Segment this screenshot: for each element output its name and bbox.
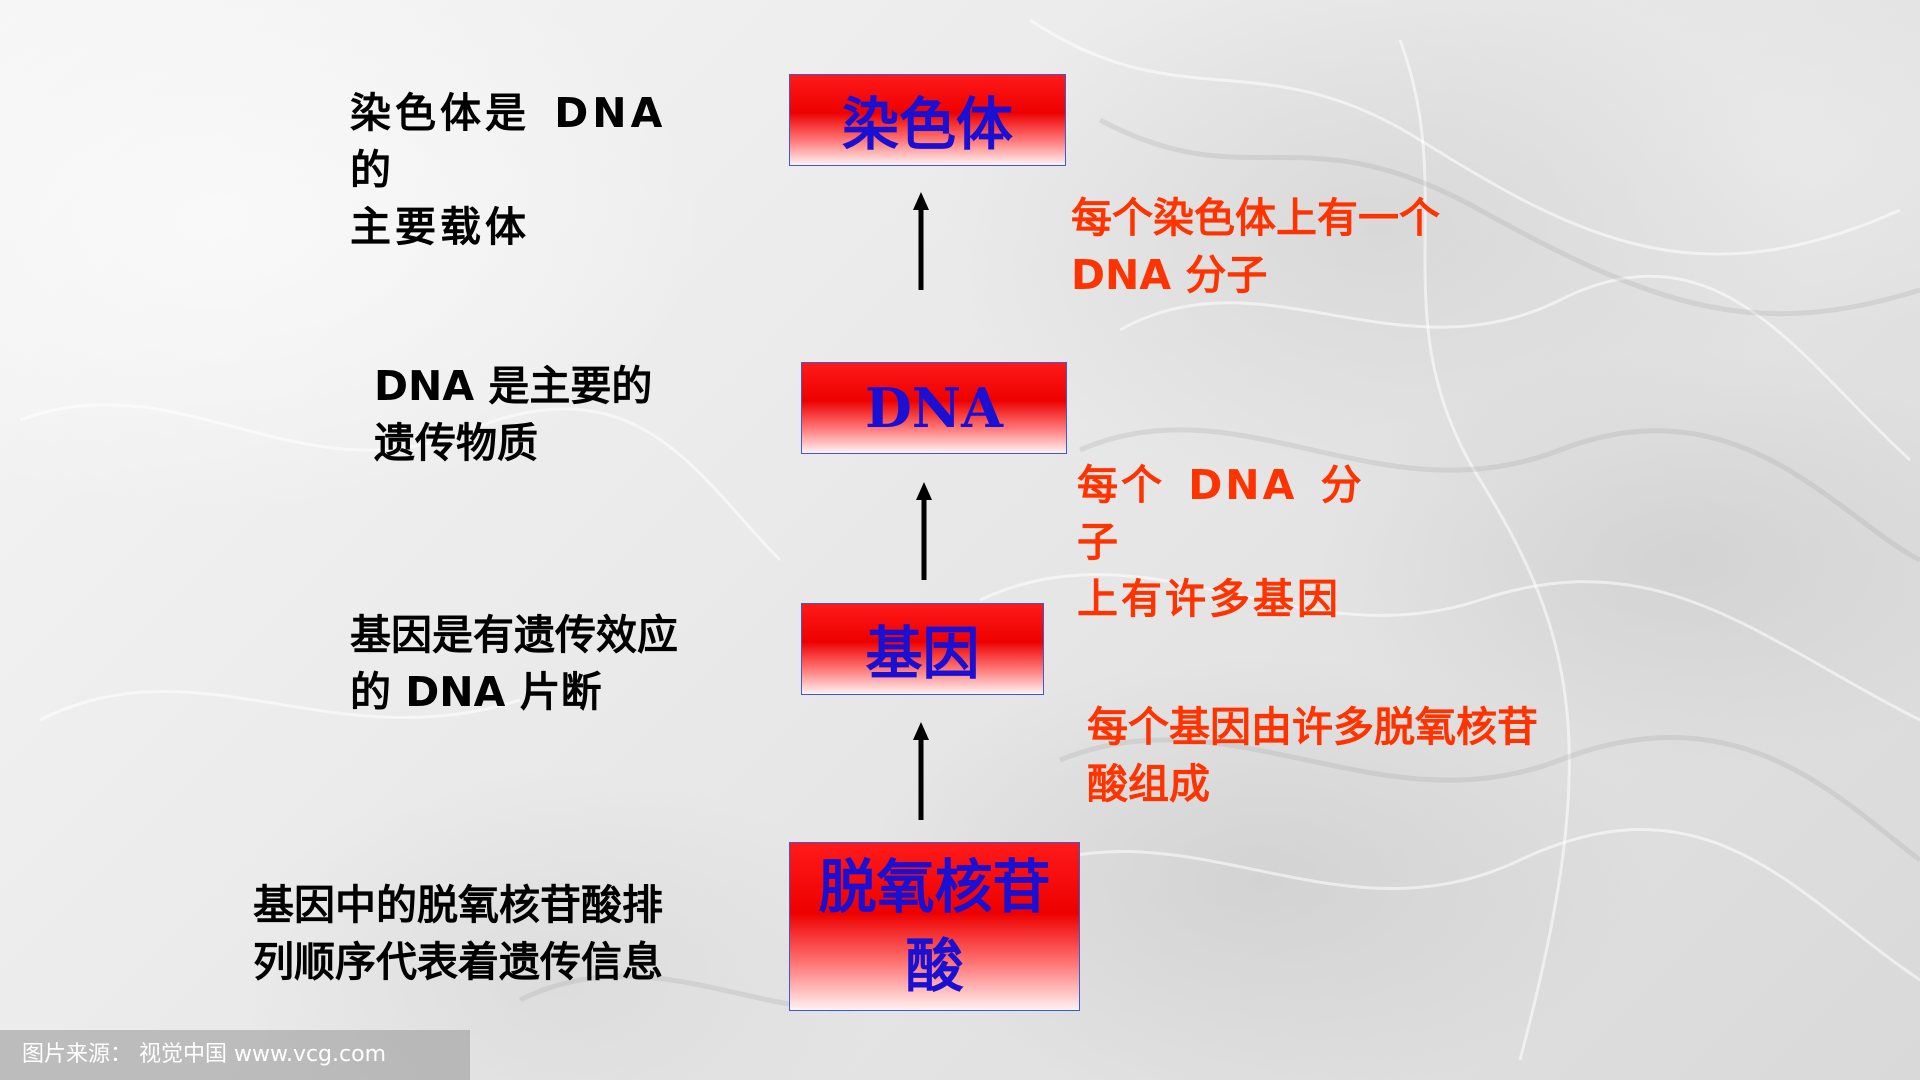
up-arrow-icon <box>913 722 929 820</box>
gene-box: 基因 <box>801 603 1044 695</box>
image-source-watermark: 图片来源： 视觉中国 www.vcg.com <box>0 1030 470 1080</box>
gene-label: 基因 <box>865 621 980 687</box>
chromosome-box: 染色体 <box>789 74 1066 166</box>
nucleotide-box: 脱氧核苷 酸 <box>789 842 1080 1011</box>
dna-gene-note: 每个 DNA 分 子 上有许多基因 <box>1077 461 1365 623</box>
chromosome-description: 染色体是 DNA 的 主要载体 <box>350 89 667 251</box>
nucleotide-label: 脱氧核苷 酸 <box>818 853 1051 1000</box>
dna-box: DNA <box>801 362 1067 454</box>
chromosome-dna-note: 每个染色体上有一个 DNA 分子 <box>1071 194 1440 299</box>
dna-label: DNA <box>864 376 1004 440</box>
nucleotide-description: 基因中的脱氧核苷酸排 列顺序代表着遗传信息 <box>253 881 663 986</box>
gene-nucleotide-note: 每个基因由许多脱氧核苷 酸组成 <box>1087 703 1538 808</box>
dna-description: DNA 是主要的 遗传物质 <box>374 362 653 467</box>
chromosome-label: 染色体 <box>842 92 1013 158</box>
up-arrow-icon <box>913 192 929 290</box>
up-arrow-icon <box>916 482 932 580</box>
gene-description: 基因是有遗传效应 的 DNA 片断 <box>350 611 678 716</box>
